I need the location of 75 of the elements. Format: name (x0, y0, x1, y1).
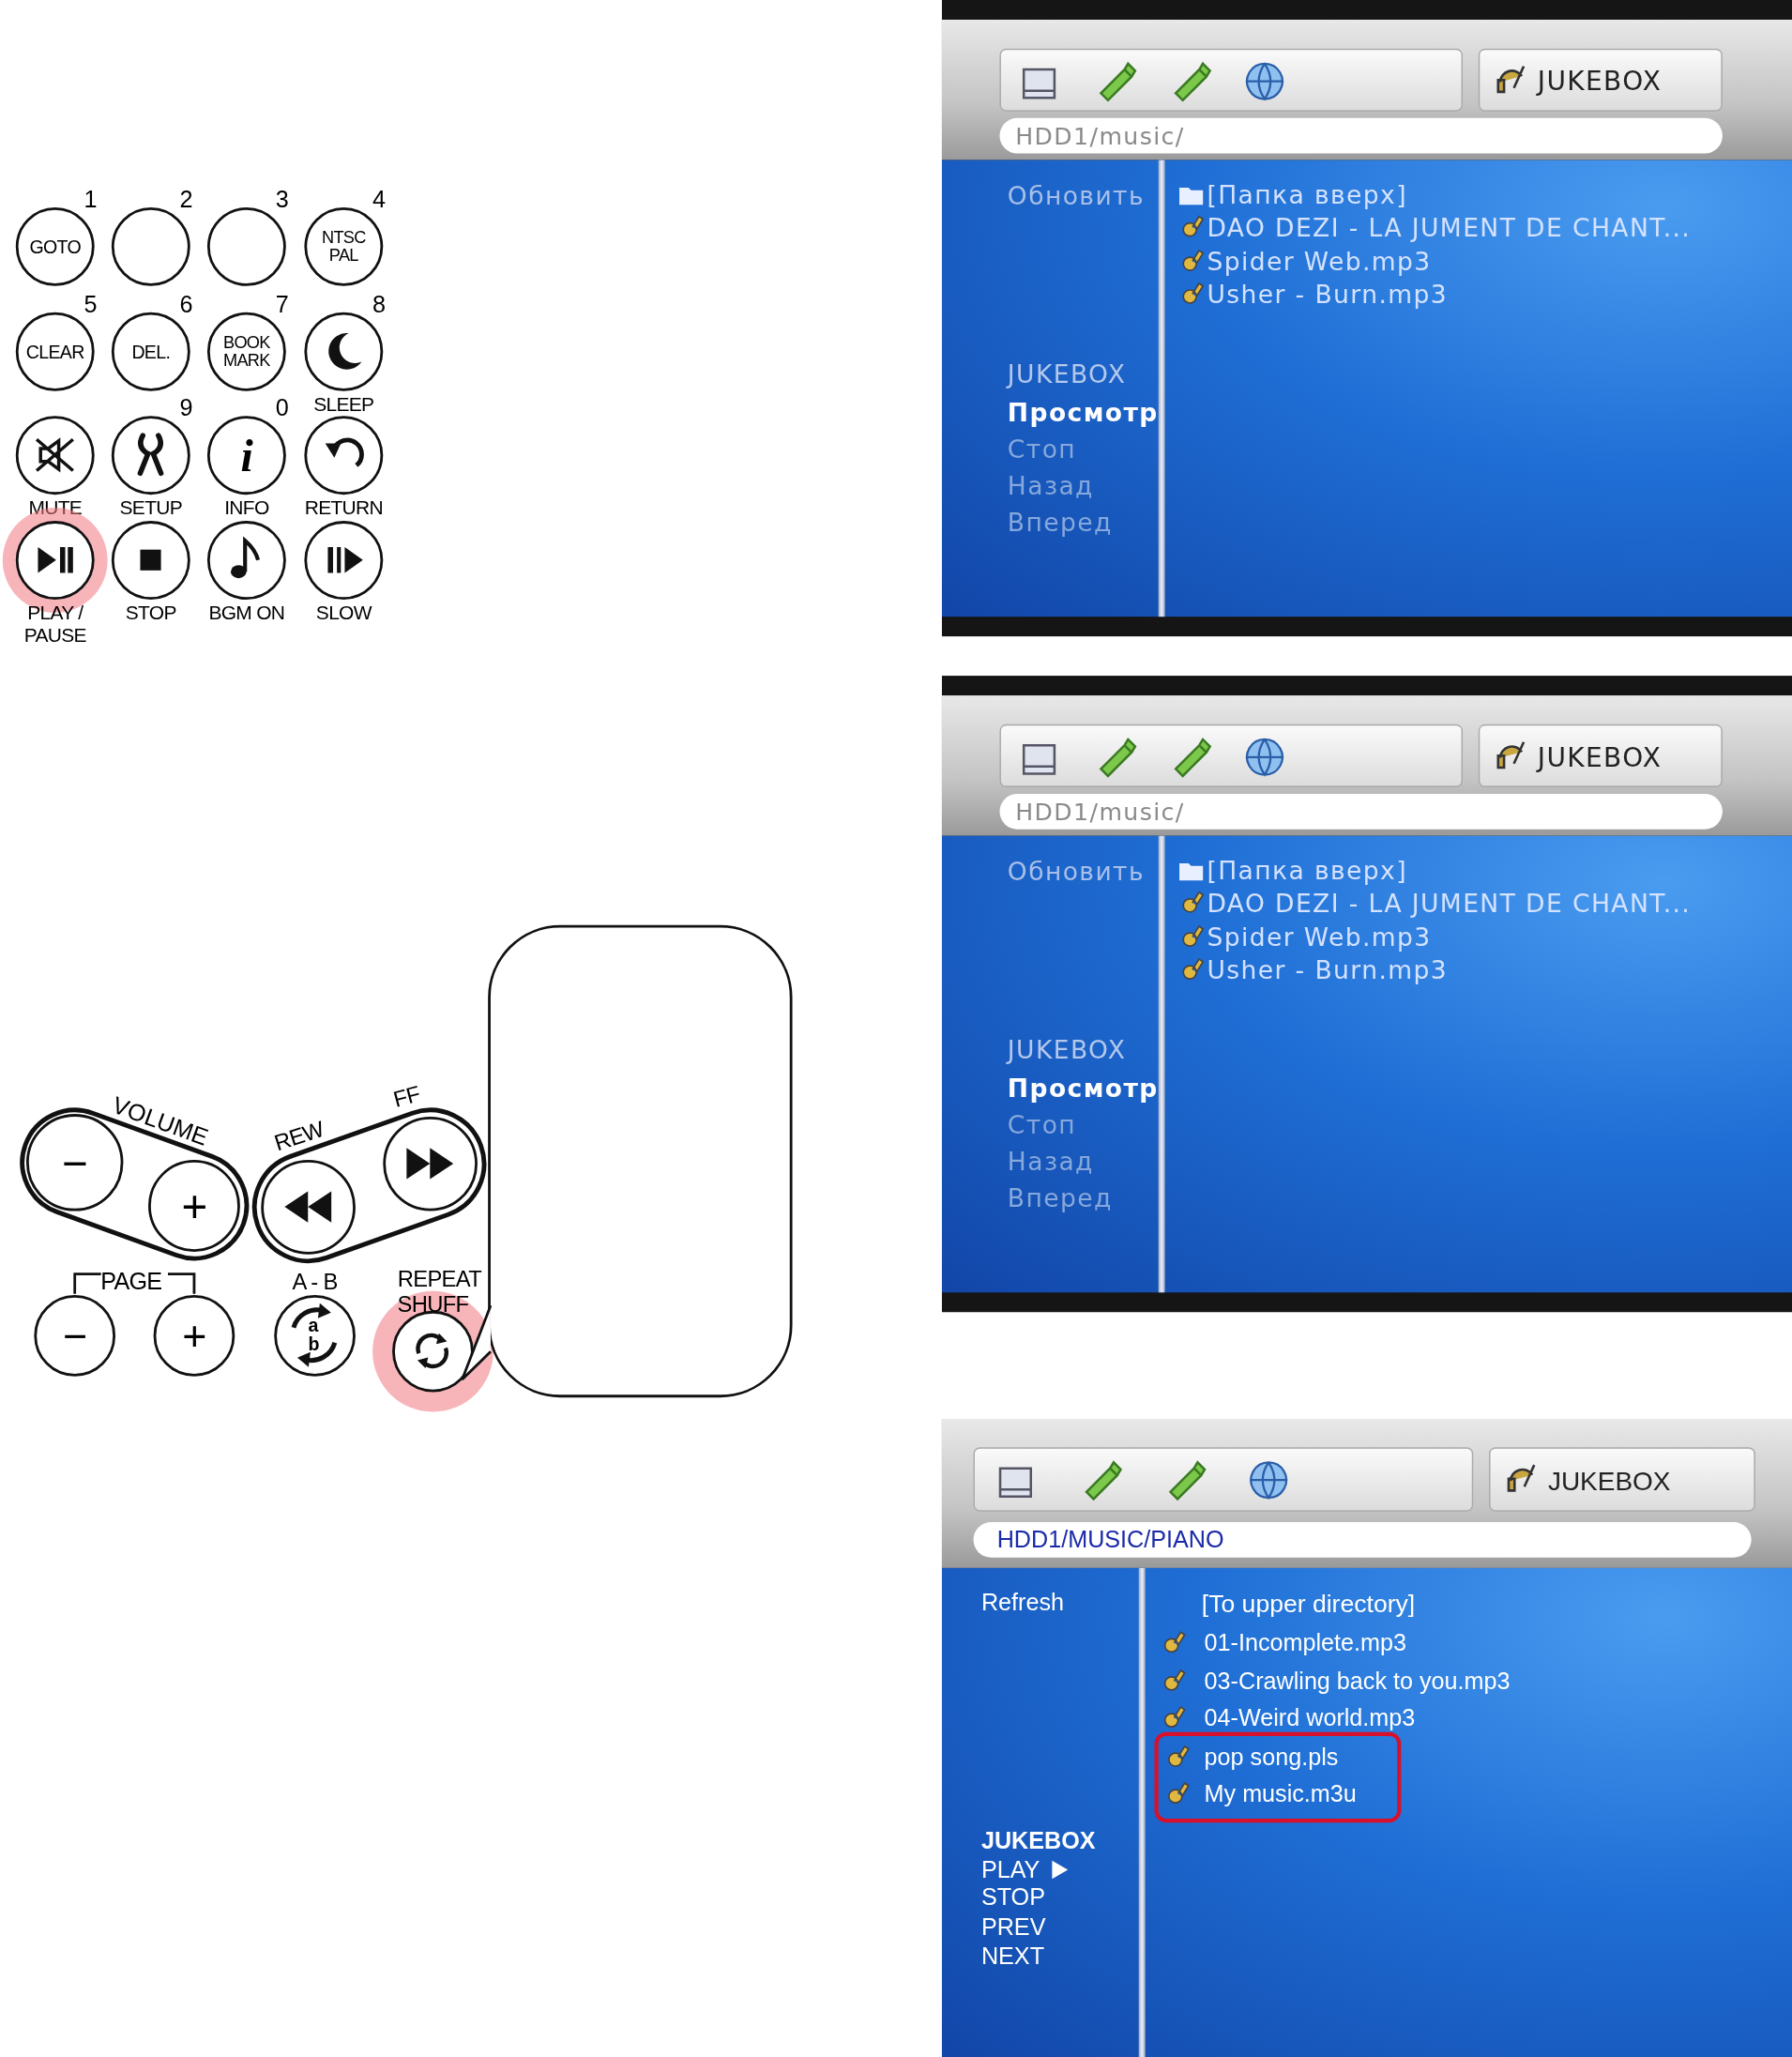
button-label: STOP (125, 601, 176, 624)
button-glyph: b (308, 1334, 319, 1353)
menu-item: Стоп (1007, 1109, 1077, 1139)
menu-item: STOP (980, 1882, 1045, 1912)
button-label: SLOW (315, 601, 372, 624)
remote-button: DEL. (111, 312, 190, 391)
button-label: INFO (224, 495, 269, 519)
file-name: Usher - Burn.mp3 (1207, 954, 1449, 984)
button-label: REW (271, 1117, 327, 1156)
number-label: 3 (275, 186, 289, 213)
screenshot (941, 1419, 1792, 2057)
menu-item: Назад (1007, 1147, 1094, 1176)
remote-button: − (34, 1295, 116, 1377)
menu-item: Назад (1007, 470, 1094, 500)
button-glyph: a (308, 1316, 318, 1334)
button-label: REPEAT (397, 1267, 481, 1292)
menu-item: JUKEBOX (980, 1826, 1096, 1856)
path-field: HDD1/MUSIC/PIANO (973, 1521, 1752, 1558)
button-label: RETURN (304, 495, 383, 519)
button-label: MUTE (28, 495, 83, 519)
file-name: [Папка вверх] (1207, 179, 1407, 209)
file-name: My music.m3u (1204, 1779, 1357, 1808)
menu-item: NEXT (980, 1942, 1044, 1972)
remote-button: BOOK MARK (206, 312, 286, 391)
number-label: 9 (179, 394, 193, 421)
highlight-frame (1154, 1731, 1402, 1823)
bubble-tail (461, 1303, 493, 1381)
button-label: FF (390, 1081, 423, 1113)
button-label: SLEEP (313, 392, 374, 415)
file-name: 03-Crawling back to you.mp3 (1204, 1667, 1511, 1696)
menu-item: Стоп (1007, 434, 1077, 464)
menu-item: PREV (980, 1913, 1046, 1943)
remote-button: + (153, 1295, 235, 1377)
button-label: A - B (292, 1269, 338, 1295)
path-field: HDD1/music/ (999, 793, 1723, 830)
file-name: Spider Web.mp3 (1207, 922, 1432, 952)
menu-item: Просмотр (1007, 1073, 1159, 1103)
jukebox-tab (1489, 1447, 1755, 1512)
tab-label: JUKEBOX (1537, 741, 1663, 773)
tab-label: JUKEBOX (1537, 65, 1663, 98)
menu-item: JUKEBOX (1007, 359, 1127, 389)
file-name: DAO DEZI - LA JUMENT DE CHANT... (1207, 212, 1692, 242)
button-label: PLAY / PAUSE (23, 601, 87, 646)
number-label: 2 (179, 186, 193, 213)
menu-item: JUKEBOX (1007, 1035, 1127, 1064)
menu-item: Обновить (1007, 180, 1145, 210)
file-name: Spider Web.mp3 (1207, 246, 1432, 276)
remote-button: i (206, 416, 286, 495)
menu-item: Вперед (1007, 508, 1113, 537)
number-label: 8 (372, 291, 387, 318)
file-name: 01-Incomplete.mp3 (1204, 1628, 1407, 1657)
menu-item: Просмотр (1007, 397, 1159, 427)
path-field: HDD1/music/ (999, 117, 1723, 154)
file-name: [To upper directory] (1201, 1590, 1416, 1620)
screenshot (941, 676, 1792, 1313)
file-name: Usher - Burn.mp3 (1207, 279, 1449, 309)
menu-item: Обновить (1007, 857, 1145, 886)
menu-item: Refresh (980, 1588, 1064, 1617)
screenshot (941, 0, 1792, 637)
section-label: PAGE (100, 1268, 162, 1296)
button-label: BGM ON (208, 601, 285, 624)
jukebox-tab (1478, 724, 1723, 787)
button-label: SETUP (119, 495, 182, 519)
file-name: [Папка вверх] (1207, 855, 1407, 885)
file-name: 04-Weird world.mp3 (1204, 1703, 1416, 1732)
menu-item: Вперед (1007, 1183, 1113, 1212)
tab-label: JUKEBOX (1547, 1465, 1671, 1497)
remote-button: GOTO (15, 206, 95, 286)
button-label: SHUFF (397, 1291, 469, 1318)
menu-item: PLAY (980, 1855, 1040, 1884)
file-name: DAO DEZI - LA JUMENT DE CHANT... (1207, 888, 1692, 918)
jukebox-tab (1478, 48, 1723, 112)
remote-button: CLEAR (15, 312, 95, 391)
remote-button: NTSC PAL (304, 206, 384, 286)
file-name: pop song.pls (1204, 1743, 1339, 1772)
